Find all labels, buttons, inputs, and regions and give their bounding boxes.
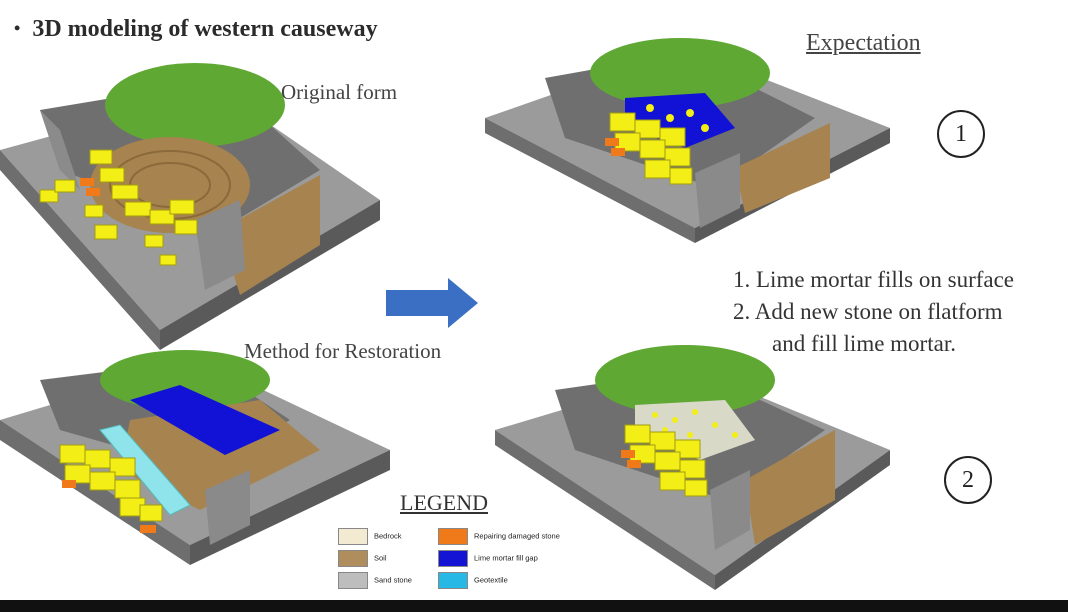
legend-item-lime-mortar: Lime mortar fill gap: [438, 550, 583, 567]
swatch-repairing: [438, 528, 468, 545]
legend-item-sand-stone: Sand stone: [338, 572, 438, 589]
legend-item-bedrock: Bedrock: [338, 528, 438, 545]
step-2-continued: and fill lime mortar.: [772, 331, 956, 356]
legend-item-soil: Soil: [338, 550, 438, 567]
arrow-right-icon: [386, 278, 478, 328]
label-expectation: Expectation: [806, 30, 921, 56]
swatch-bedrock: [338, 528, 368, 545]
swatch-lime-mortar: [438, 550, 468, 567]
steps-list: 1. Lime mortar fills on surface 2. Add n…: [733, 264, 1014, 360]
number-1-badge: 1: [937, 110, 985, 158]
step-1: 1. Lime mortar fills on surface: [733, 267, 1015, 292]
legend: Bedrock Repairing damaged stone Soil Lim…: [338, 528, 588, 589]
legend-item-repairing: Repairing damaged stone: [438, 528, 583, 545]
legend-title: LEGEND: [400, 490, 488, 515]
swatch-geotextile: [438, 572, 468, 589]
model-method-restoration: [0, 350, 390, 565]
legend-item-geotextile: Geotextile: [438, 572, 583, 589]
swatch-sand-stone: [338, 572, 368, 589]
swatch-soil: [338, 550, 368, 567]
page-title: • 3D modeling of western causeway: [14, 16, 378, 43]
label-original-form: Original form: [281, 80, 398, 104]
model-original-form: [0, 63, 380, 350]
model-expectation-2: [495, 345, 890, 590]
number-2-badge: 2: [944, 456, 992, 504]
label-method-restoration: Method for Restoration: [244, 339, 442, 363]
bullet-icon: •: [14, 18, 21, 38]
title-text: 3D modeling of western causeway: [32, 16, 378, 42]
model-expectation-1: [485, 38, 890, 243]
step-2: 2. Add new stone on flatform: [733, 299, 1003, 324]
bottom-bar: [0, 600, 1068, 612]
